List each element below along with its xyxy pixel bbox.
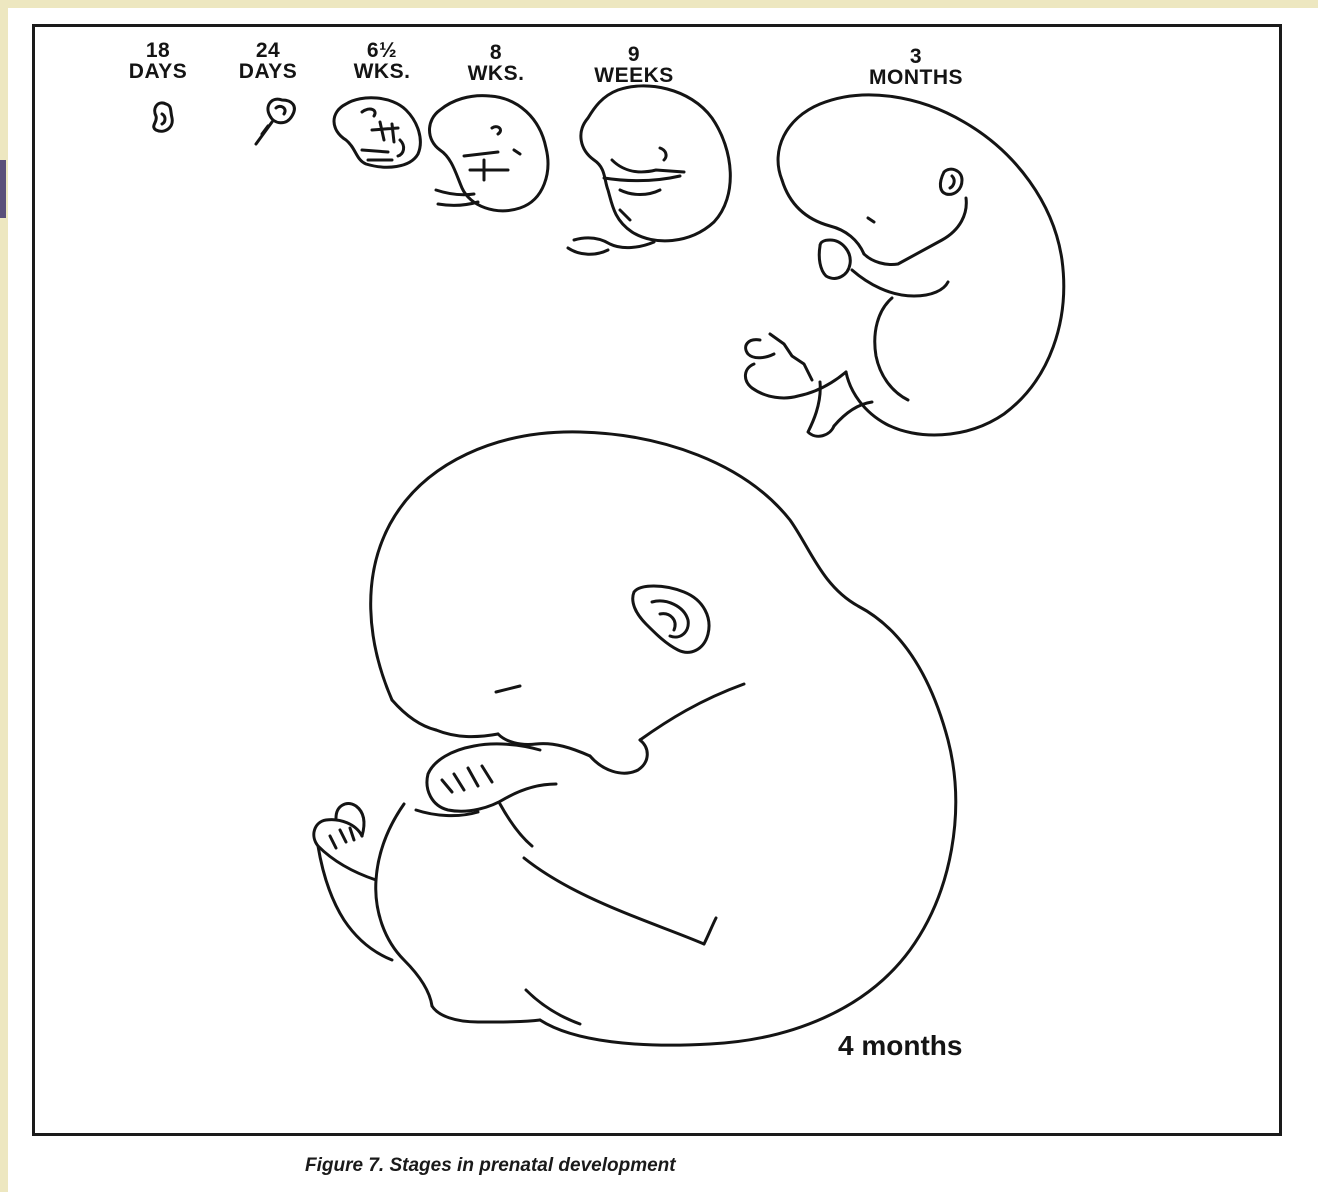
embryo-3-months-drawing <box>745 95 1063 436</box>
four-months-label: 4 months <box>838 1030 962 1062</box>
embryo-6-half-weeks-drawing <box>334 98 420 167</box>
embryo-9-weeks-drawing <box>568 86 730 254</box>
embryo-4-months-drawing <box>314 432 956 1045</box>
embryo-8-weeks-drawing <box>430 96 548 211</box>
figure-caption: Figure 7. Stages in prenatal development <box>305 1155 676 1177</box>
embryo-24-days-drawing <box>256 99 294 144</box>
embryo-18-days-drawing <box>154 103 173 131</box>
